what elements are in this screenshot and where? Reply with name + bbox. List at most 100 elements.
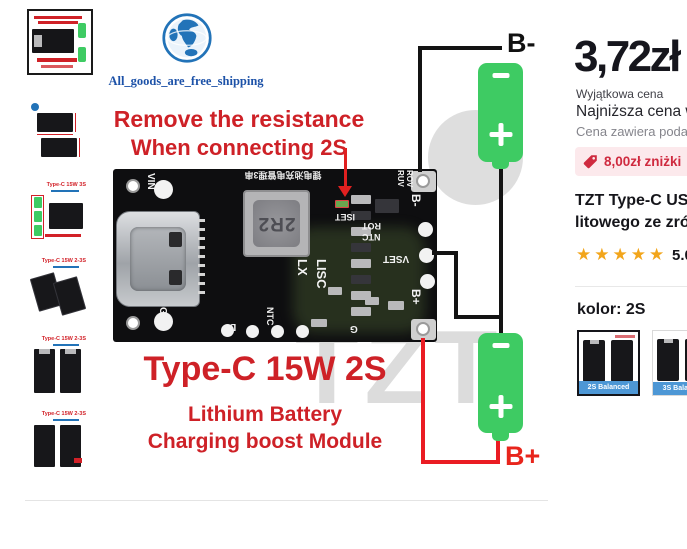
mounting-hole xyxy=(126,316,140,330)
usb-pin xyxy=(198,282,205,285)
mini-pcb xyxy=(37,113,73,132)
wire-balance xyxy=(454,251,458,319)
product-title-line2[interactable]: litowego ze zrów xyxy=(575,214,687,231)
mini-blue-text xyxy=(53,266,79,268)
pcb-label-rov: ROV xyxy=(405,170,414,188)
solder-pad xyxy=(296,325,309,338)
seller-name[interactable]: All_goods_are_free_shipping xyxy=(108,74,264,88)
pcb-label-lisc: LISC xyxy=(314,259,329,289)
rating-stars[interactable]: ★★★★★ xyxy=(576,245,668,265)
plus-icon xyxy=(498,395,503,418)
wire-b-minus xyxy=(418,46,422,172)
b-plus-label: B+ xyxy=(505,441,541,471)
mini-red-text xyxy=(41,65,73,68)
usb-c-connector xyxy=(116,211,200,307)
mini-dimension-line xyxy=(37,134,73,135)
rating-value: 5.0 xyxy=(672,247,687,264)
mini-red-mark xyxy=(74,458,82,463)
wire-series xyxy=(499,160,503,355)
color-option-label: kolor: 2S xyxy=(577,301,646,318)
mini-pcb xyxy=(49,203,83,229)
gallery-thumbnail-selected[interactable] xyxy=(27,9,93,75)
section-divider xyxy=(25,500,548,501)
product-image-subtitle1: Lithium Battery xyxy=(187,403,342,426)
variant-pcb-back xyxy=(685,339,687,381)
variant-red-note xyxy=(615,335,635,338)
usb-pin xyxy=(198,237,205,240)
pcb-label-ruv: RUV xyxy=(396,170,405,187)
mini-blue-text xyxy=(53,419,79,421)
wire-b-plus xyxy=(421,338,425,464)
usb-pin xyxy=(198,291,205,294)
gallery-thumbnail-23s-front[interactable]: Type-C 15W 2-3S xyxy=(29,335,87,399)
usb-pad xyxy=(169,270,182,285)
inductor-2r2: 2R2 xyxy=(243,190,310,257)
solder-pad xyxy=(154,312,173,331)
mini-dimension-line xyxy=(79,138,80,157)
solder-pad xyxy=(420,274,435,289)
discount-text: 8,00zł zniżki xyxy=(604,154,682,169)
warning-text-line1: Remove the resistance xyxy=(113,106,365,132)
mini-pcb xyxy=(60,425,81,467)
mounting-hole xyxy=(126,179,140,193)
remove-resistor-arrow xyxy=(344,148,347,188)
resistor-to-remove xyxy=(335,200,349,208)
usb-pin xyxy=(198,228,205,231)
battery-terminal xyxy=(492,161,509,169)
wire-balance xyxy=(432,251,458,255)
variant-usb xyxy=(664,339,673,343)
wire-b-plus xyxy=(496,438,500,464)
pcb-silkscreen-cn: 锂电池充电管理3串 xyxy=(244,170,322,180)
resistor xyxy=(351,243,371,252)
resistor xyxy=(351,259,371,268)
mini-usb xyxy=(65,349,76,354)
gallery-thumbnail-3s[interactable]: Type-C 15W 3S xyxy=(29,181,87,244)
resistor xyxy=(351,227,371,236)
mini-red-text xyxy=(45,234,81,237)
usb-pin xyxy=(198,273,205,276)
usb-pin xyxy=(198,255,205,258)
main-product-image[interactable]: TZT Remove the resistance When connectin… xyxy=(95,20,560,498)
mini-pcb xyxy=(41,138,77,157)
lowest-price-note: Najniższa cena w xyxy=(576,103,687,120)
usb-pad xyxy=(169,232,182,247)
variant-usb xyxy=(590,340,599,344)
mini-pcb xyxy=(34,349,55,393)
mini-battery xyxy=(78,23,86,38)
gallery-thumbnail-23s-back[interactable]: Type-C 15W 2-3S xyxy=(29,410,87,472)
ic-chip xyxy=(375,199,399,213)
pcb-label-gnd: GND xyxy=(157,307,168,330)
usb-pin xyxy=(198,264,205,267)
gallery-thumbnail-23s-tilted[interactable]: Type-C 15W 2-3S xyxy=(29,257,87,317)
capacitor xyxy=(388,301,404,310)
product-price: 3,72zł xyxy=(574,32,681,81)
tax-note: Cena zawiera podatek xyxy=(576,124,687,139)
battery-cell-1 xyxy=(478,63,523,162)
variant-pcb-back xyxy=(611,340,633,382)
variant-2s-balanced[interactable]: 2S Balanced xyxy=(577,330,640,396)
pcb-board: 锂电池充电管理3串 VIN GND 2R2 xyxy=(113,169,437,342)
gallery-thumbnail-size-chart[interactable] xyxy=(29,101,87,163)
product-title-line1[interactable]: TZT Type-C USB xyxy=(575,192,687,209)
thumbnail-title: Type-C 15W 2-3S xyxy=(41,258,86,264)
seller-globe-logo xyxy=(162,13,212,63)
product-image-subtitle2: Charging boost Module xyxy=(147,430,383,453)
variant-3s-balanced[interactable]: 3S Balanced xyxy=(652,330,687,396)
mini-usb xyxy=(34,35,42,47)
mini-pcb xyxy=(60,349,81,393)
pcb-label-ntc2: NTC xyxy=(362,232,381,242)
inductor-core xyxy=(253,200,300,247)
pcb-label-vset: VSET xyxy=(383,253,410,264)
remove-resistor-arrowhead xyxy=(338,186,352,197)
usb-pin xyxy=(198,219,205,222)
mini-blue-text xyxy=(53,344,79,346)
mini-red-text xyxy=(34,16,82,19)
wire-balance xyxy=(454,315,503,319)
pcb-label-vin: VIN xyxy=(145,173,156,190)
solder-pad xyxy=(154,180,173,199)
panel-divider xyxy=(575,286,687,287)
variant-caption: 3S Balanced xyxy=(653,382,687,395)
usb-pin xyxy=(198,246,205,249)
wire-b-plus xyxy=(421,460,500,464)
solder-pad xyxy=(271,325,284,338)
